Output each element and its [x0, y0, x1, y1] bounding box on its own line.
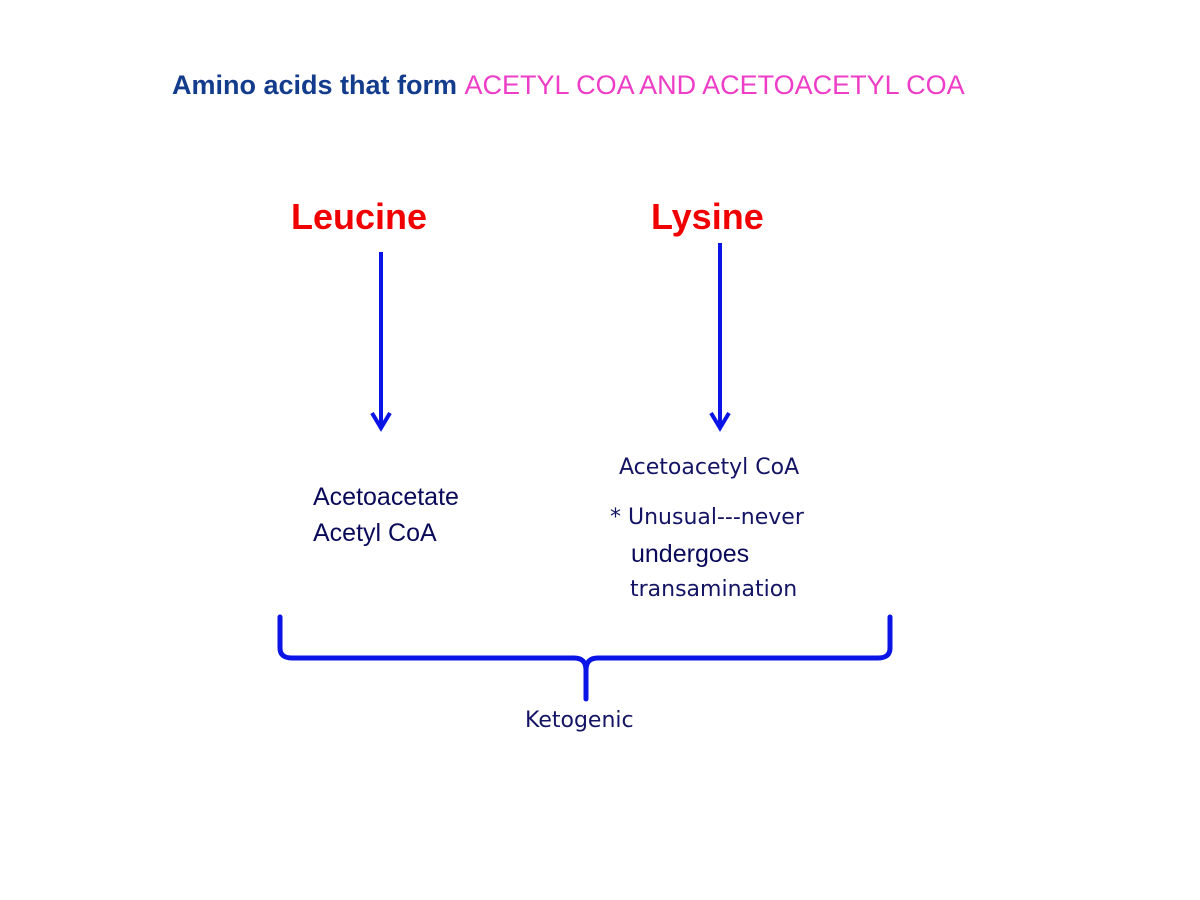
title-highlight: ACETYL COA AND ACETOACETYL COA: [464, 70, 965, 100]
lysine-arrow: [709, 243, 731, 432]
leucine-products: Acetoacetate Acetyl CoA: [313, 479, 459, 551]
lysine-note-line: transamination: [630, 577, 798, 602]
leucine-product-item: Acetyl CoA: [313, 519, 437, 547]
leucine-arrow: [370, 252, 392, 432]
leucine-label: Leucine: [291, 196, 428, 237]
lysine-note-line: undergoes: [631, 540, 750, 568]
ketogenic-brace: [277, 614, 893, 702]
leucine-product-item: Acetoacetate: [313, 483, 459, 511]
slide-title: Amino acids that form ACETYL COA AND ACE…: [172, 68, 965, 102]
lysine-product: Acetoacetyl CoA: [619, 455, 800, 480]
title-prefix: Amino acids that form: [172, 70, 465, 100]
ketogenic-label: Ketogenic: [525, 708, 634, 733]
lysine-label: Lysine: [651, 196, 764, 237]
lysine-note-line: * Unusual---never: [610, 505, 804, 530]
